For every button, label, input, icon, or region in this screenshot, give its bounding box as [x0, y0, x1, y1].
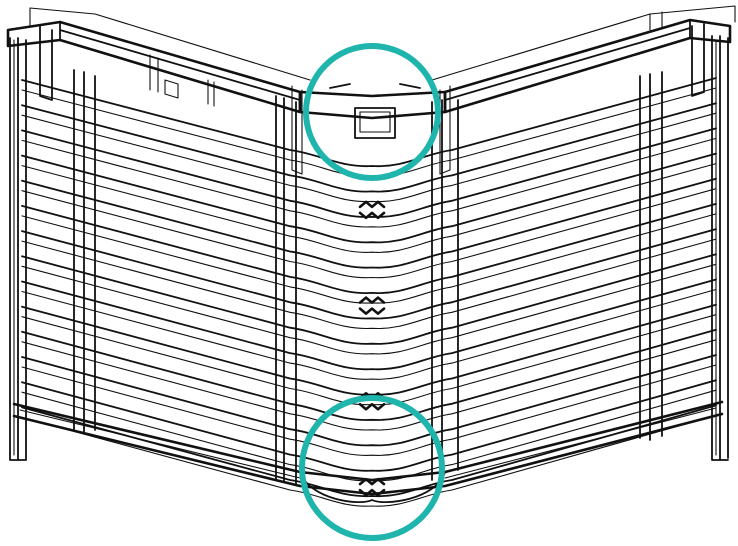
slat-bottom-edge	[21, 364, 717, 456]
head-rail-right	[431, 5, 736, 114]
slat-bottom-edge	[21, 263, 717, 355]
slat-top-edge	[21, 253, 717, 345]
slat-top-edge	[21, 152, 717, 244]
slat-top-edge	[21, 328, 717, 421]
top-corner-connector-highlight	[303, 43, 441, 181]
slat-top-edge	[21, 379, 717, 472]
slat-bottom-edge	[21, 238, 717, 329]
bottom-rail	[12, 400, 724, 503]
slat-top-edge	[21, 404, 717, 498]
right-side-post	[711, 35, 729, 461]
corner-head-connector	[291, 83, 451, 175]
slat-clip-column	[358, 200, 386, 497]
slat-top-edge	[21, 77, 717, 168]
slat-bottom-edge	[21, 288, 717, 380]
bottom-corner-rail-highlight	[299, 395, 445, 541]
slat-bottom-edge	[21, 188, 717, 279]
slat-clip	[358, 296, 386, 315]
slat-top-edge	[21, 203, 717, 294]
slat-top-edge	[21, 228, 717, 320]
slat-bottom-edge	[21, 112, 717, 203]
slat-bottom-edge	[21, 137, 717, 228]
slat-top-edge	[21, 102, 717, 193]
slat-clip	[358, 200, 386, 220]
head-rail-left	[6, 7, 311, 114]
slat-top-edge	[21, 278, 717, 371]
slat-top-edge	[21, 177, 717, 269]
slat-top-edge	[21, 303, 717, 396]
slat-bottom-edge	[21, 339, 717, 431]
left-side-post	[9, 37, 27, 461]
slat-bottom-edge	[21, 163, 717, 253]
slat-top-edge	[21, 127, 717, 218]
